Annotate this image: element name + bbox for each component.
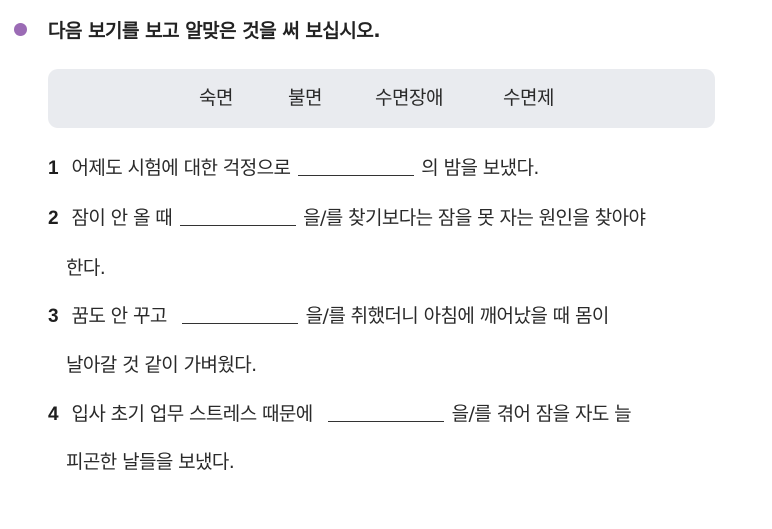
answer-blank[interactable] — [297, 155, 414, 176]
word-box-item: 수면장애 — [375, 87, 443, 109]
word-box-item: 숙면 — [199, 87, 233, 109]
question-number: 1 — [48, 158, 59, 179]
question-text-before: 꿈도 안 꾸고 — [71, 305, 167, 327]
question-text-after: 을/를 겪어 잠을 자도 늘 — [451, 403, 632, 425]
question-number: 3 — [48, 306, 59, 327]
question-3-continuation: 날아갈 것 같이 가벼웠다. — [66, 354, 257, 376]
question-4: 4 입사 초기 업무 스트레스 때문에 을/를 겪어 잠을 자도 늘 — [48, 399, 632, 429]
question-4-continuation: 피곤한 날들을 보냈다. — [66, 451, 235, 473]
question-2-continuation: 한다. — [66, 257, 106, 279]
instruction: 다음 보기를 보고 알맞은 것을 써 보십시오. — [14, 14, 381, 44]
question-2: 2 잠이 안 올 때 을/를 찾기보다는 잠을 못 자는 원인을 찾아야 — [48, 203, 646, 233]
question-text-after: 을/를 취했더니 아침에 깨어났을 때 몸이 — [305, 305, 610, 327]
question-text-after: 의 밤을 보냈다. — [421, 157, 539, 179]
question-text-after: 을/를 찾기보다는 잠을 못 자는 원인을 찾아야 — [303, 207, 646, 229]
question-text-before: 잠이 안 올 때 — [71, 207, 173, 229]
bullet-icon — [14, 22, 27, 36]
question-text-before: 입사 초기 업무 스트레스 때문에 — [71, 403, 313, 425]
question-3: 3 꿈도 안 꾸고 을/를 취했더니 아침에 깨어났을 때 몸이 — [48, 301, 609, 331]
question-text-before: 어제도 시험에 대한 걱정으로 — [71, 157, 291, 179]
answer-blank[interactable] — [179, 205, 296, 226]
word-box: 숙면 불면 수면장애 수면제 — [48, 69, 715, 128]
question-1: 1 어제도 시험에 대한 걱정으로 의 밤을 보냈다. — [48, 153, 539, 183]
question-number: 2 — [48, 208, 59, 229]
answer-blank[interactable] — [328, 401, 445, 422]
instruction-text: 다음 보기를 보고 알맞은 것을 써 보십시오. — [48, 19, 381, 42]
answer-blank[interactable] — [182, 303, 299, 324]
word-box-item: 수면제 — [503, 87, 554, 109]
question-number: 4 — [48, 404, 59, 425]
word-box-item: 불면 — [288, 87, 322, 109]
